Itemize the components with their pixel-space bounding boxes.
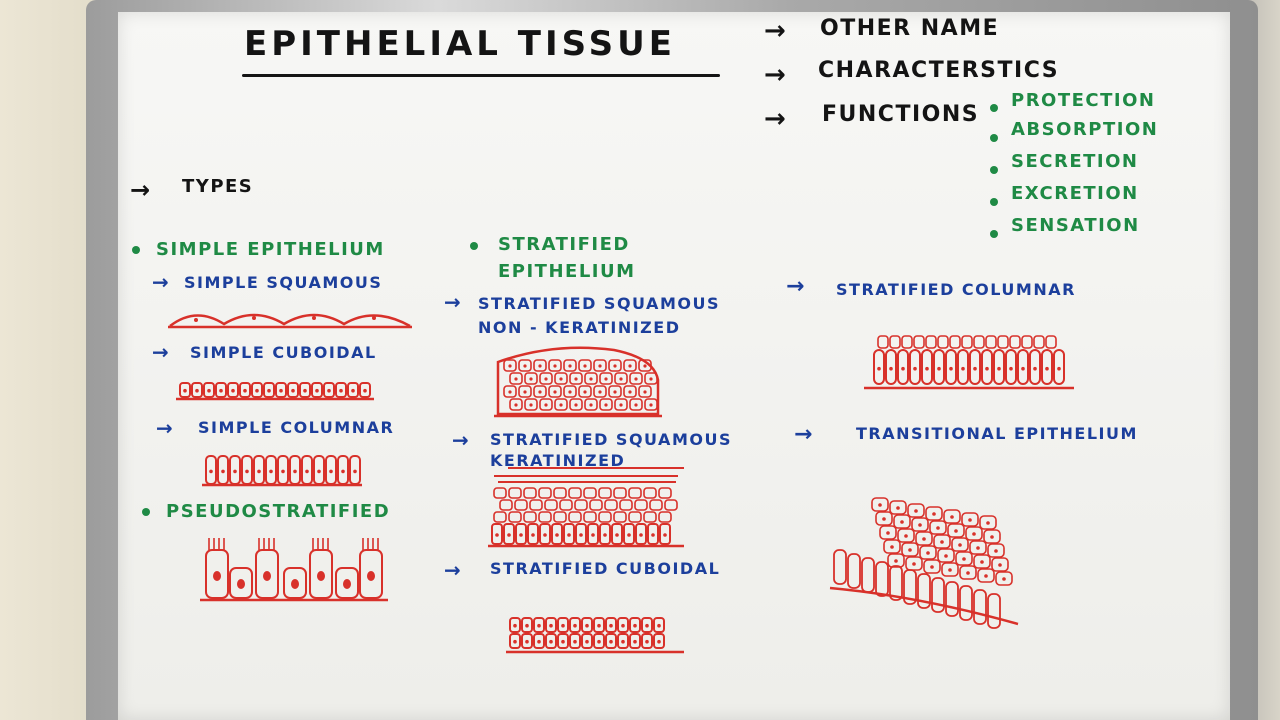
- stratified-squamous-nk-drawing: [494, 346, 662, 418]
- transitional-drawing: [829, 497, 1019, 629]
- arrow-icon: →: [764, 104, 786, 134]
- page-title: EPITHELIAL TISSUE: [244, 24, 676, 64]
- simple-cuboidal-drawing: [176, 382, 374, 401]
- arrow-icon: →: [452, 428, 469, 452]
- simple-columnar-drawing: [202, 455, 362, 487]
- arrow-icon: →: [764, 16, 786, 46]
- label-transitional-epithelium: TRANSITIONAL EPITHELIUM: [856, 424, 1138, 443]
- label-simple-squamous: SIMPLE SQUAMOUS: [184, 273, 383, 292]
- function-sensation: SENSATION: [1011, 215, 1140, 236]
- stratified-cuboidal-drawing: [506, 617, 684, 654]
- bullet-icon: [990, 230, 998, 238]
- arrow-icon: →: [444, 290, 461, 314]
- function-absorption: ABSORPTION: [1011, 119, 1159, 140]
- topic-characteristics: CHARACTERSTICS: [818, 58, 1060, 83]
- bullet-icon: [132, 246, 140, 254]
- label-stratified-cuboidal: STRATIFIED CUBOIDAL: [490, 559, 721, 578]
- arrow-icon: →: [794, 422, 813, 447]
- types-label: TYPES: [182, 176, 254, 197]
- arrow-icon: →: [152, 340, 169, 364]
- pseudostratified-drawing: [200, 538, 388, 602]
- arrow-icon: →: [130, 176, 151, 204]
- arrow-icon: →: [764, 60, 786, 90]
- arrow-icon: →: [786, 274, 805, 299]
- label-keratinized: KERATINIZED: [490, 451, 626, 470]
- whiteboard: EPITHELIAL TISSUE → OTHER NAME → CHARACT…: [118, 12, 1230, 720]
- title-underline: [242, 74, 720, 77]
- wall-left: [0, 0, 100, 720]
- bullet-icon: [990, 134, 998, 142]
- stratified-heading-line1: STRATIFIED: [498, 234, 630, 255]
- arrow-icon: →: [444, 558, 461, 582]
- topic-functions: FUNCTIONS: [822, 102, 980, 127]
- bullet-icon: [990, 198, 998, 206]
- label-simple-cuboidal: SIMPLE CUBOIDAL: [190, 343, 377, 362]
- function-secretion: SECRETION: [1011, 151, 1139, 172]
- function-excretion: EXCRETION: [1011, 183, 1139, 204]
- label-stratified-columnar: STRATIFIED COLUMNAR: [836, 280, 1076, 299]
- simple-epithelium-heading: SIMPLE EPITHELIUM: [156, 239, 385, 260]
- bullet-icon: [142, 508, 150, 516]
- pseudostratified-heading: PSEUDOSTRATIFIED: [166, 501, 391, 522]
- label-stratified-squamous-nk: STRATIFIED SQUAMOUS: [478, 294, 720, 313]
- arrow-icon: →: [152, 270, 169, 294]
- function-protection: PROTECTION: [1011, 90, 1156, 111]
- bullet-icon: [990, 104, 998, 112]
- bullet-icon: [470, 242, 478, 250]
- topic-other-name: OTHER NAME: [820, 16, 1000, 41]
- label-stratified-squamous-k: STRATIFIED SQUAMOUS: [490, 430, 732, 449]
- stratified-heading-line2: EPITHELIUM: [498, 261, 636, 282]
- label-simple-columnar: SIMPLE COLUMNAR: [198, 418, 395, 437]
- stratified-columnar-drawing: [864, 335, 1074, 390]
- simple-squamous-drawing: [168, 313, 412, 329]
- stratified-squamous-k-drawing: [488, 467, 684, 548]
- bullet-icon: [990, 166, 998, 174]
- arrow-icon: →: [156, 416, 173, 440]
- label-non-keratinized: NON - KERATINIZED: [478, 318, 681, 337]
